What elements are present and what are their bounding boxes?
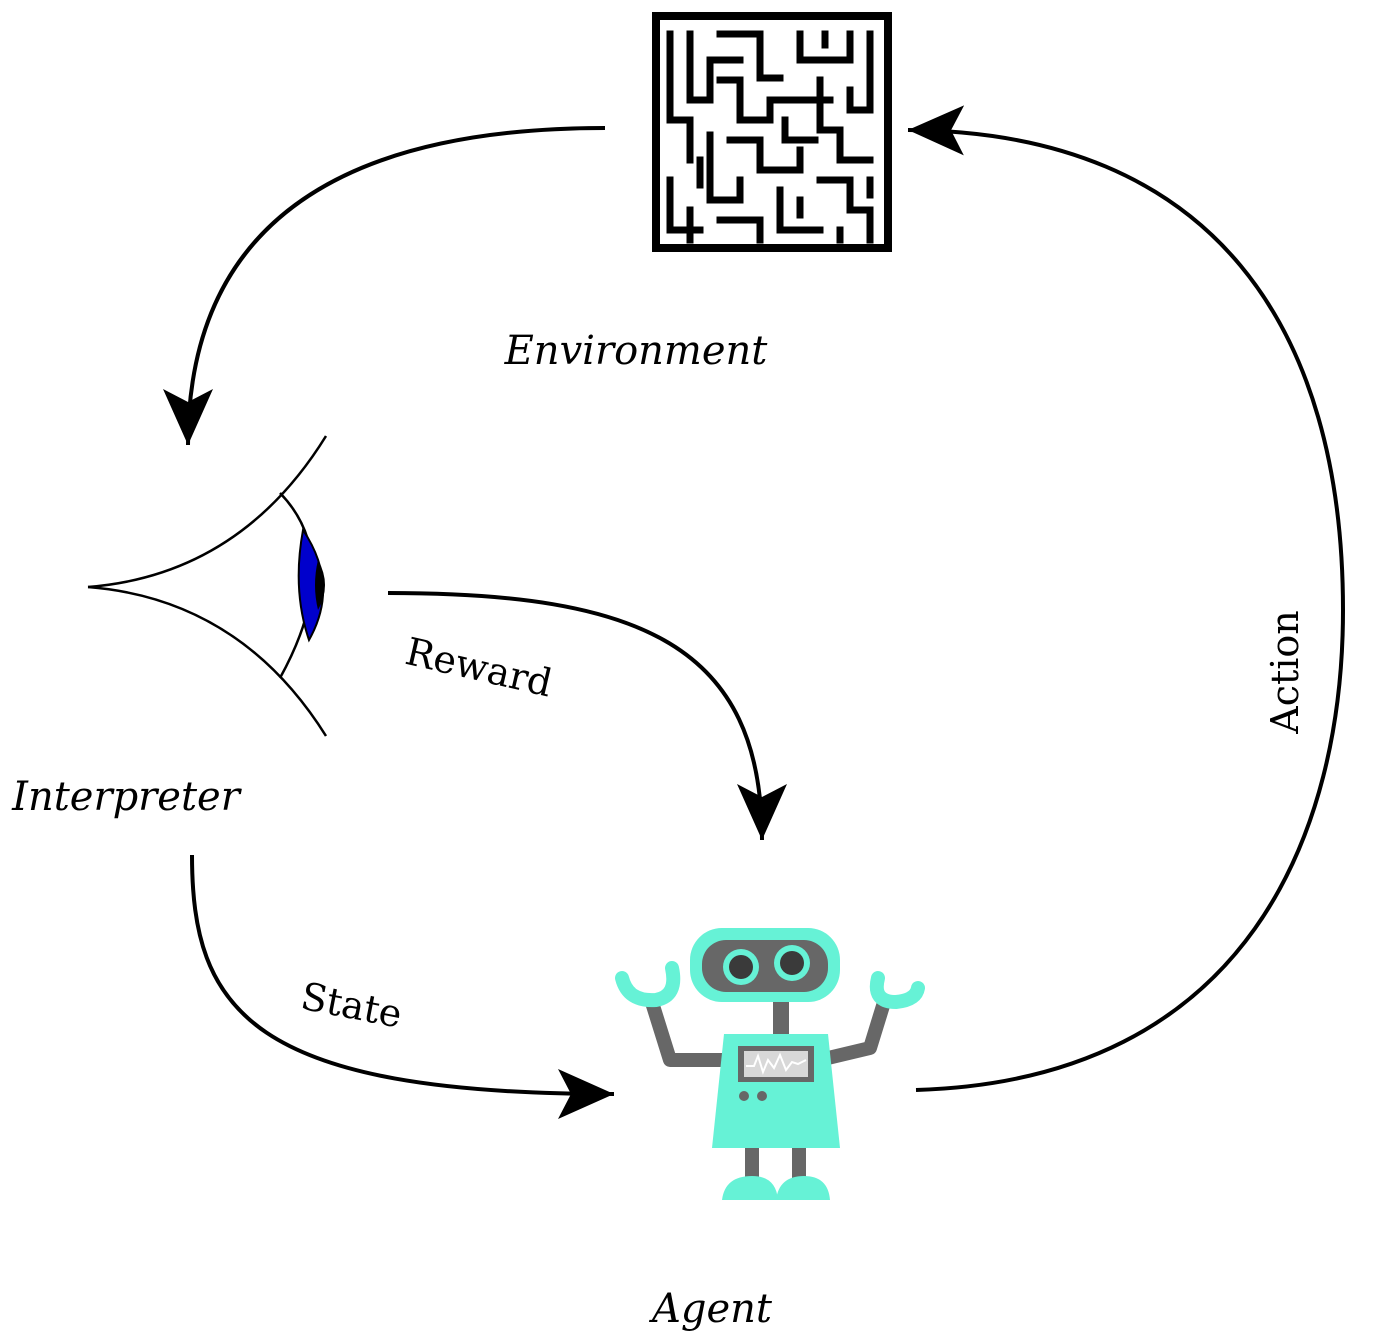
state-label: State <box>297 974 405 1037</box>
eye-icon <box>87 435 328 737</box>
interpreter-label: Interpreter <box>11 774 243 820</box>
action-arrow <box>907 105 1346 1092</box>
maze-icon <box>652 12 892 252</box>
reward-arrow <box>387 591 787 841</box>
robot-icon <box>615 928 925 1200</box>
observe-arrow <box>163 126 606 446</box>
agent-label: Agent <box>648 1286 773 1332</box>
state-arrow <box>190 854 615 1119</box>
action-label: Action <box>1263 610 1307 735</box>
reward-label: Reward <box>401 629 556 705</box>
environment-label: Environment <box>504 328 769 374</box>
